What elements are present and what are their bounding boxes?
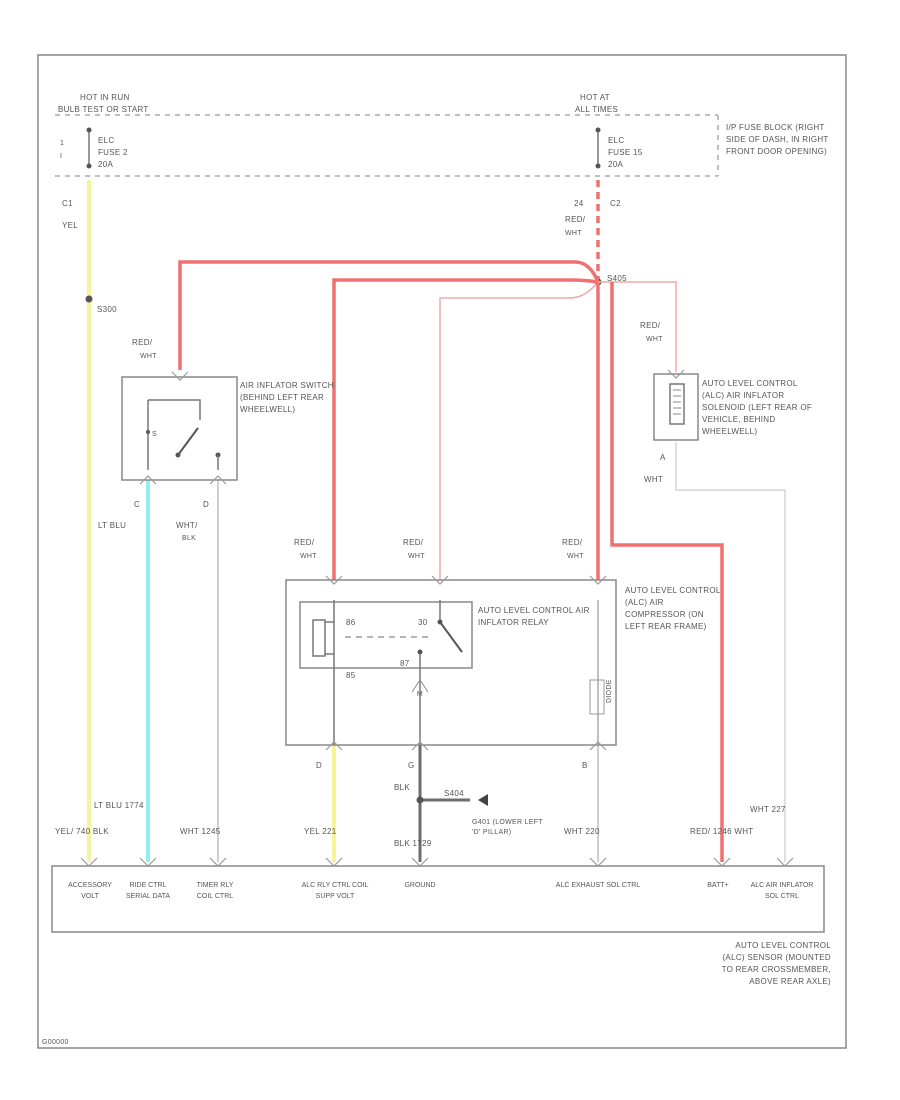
circuit-blk-1729: BLK 1729 bbox=[394, 839, 432, 848]
fuse-block-description: I/P FUSE BLOCK (RIGHT SIDE OF DASH, IN R… bbox=[726, 123, 829, 156]
splice-s405: S405 bbox=[607, 274, 627, 283]
solenoid-description: AUTO LEVEL CONTROL (ALC) AIR INFLATOR SO… bbox=[702, 379, 813, 436]
fuse-15: ELC FUSE 15 20A bbox=[595, 127, 643, 169]
svg-text:BLK: BLK bbox=[182, 535, 196, 542]
solenoid-pin-a: A bbox=[660, 453, 666, 462]
solenoid-red-wht: RED/ bbox=[640, 321, 661, 330]
wire-redw-to-relay-30 bbox=[439, 281, 599, 580]
switch-pin-d: D bbox=[203, 500, 209, 509]
sensor-pin-batt: BATT+ bbox=[707, 882, 729, 889]
fuse-2-circuit: ELC bbox=[98, 136, 114, 145]
wire-red-to-solenoid bbox=[598, 281, 677, 372]
svg-text:WHT: WHT bbox=[140, 353, 157, 360]
circuit-red-1246: RED/ 1246 WHT bbox=[690, 827, 753, 836]
all-times-label: ALL TIMES bbox=[575, 105, 618, 114]
svg-text:I: I bbox=[60, 153, 62, 160]
svg-text:WHT: WHT bbox=[646, 336, 663, 343]
sensor-pin-alc-rly: ALC RLY CTRL COIL SUPP VOLT bbox=[301, 882, 369, 900]
splice-s300-dot bbox=[85, 295, 93, 303]
sensor-description: AUTO LEVEL CONTROL (ALC) SENSOR (MOUNTED… bbox=[721, 941, 831, 986]
circuit-yel-221: YEL 221 bbox=[304, 827, 337, 836]
blk-label: BLK bbox=[394, 783, 410, 792]
svg-text:WHT: WHT bbox=[300, 553, 317, 560]
wire-red-1246 bbox=[610, 282, 724, 862]
alc-sensor: ACCESSORY VOLT RIDE CTRL SERIAL DATA TIM… bbox=[51, 857, 825, 933]
air-inflator-relay bbox=[299, 601, 473, 669]
svg-text:M: M bbox=[417, 691, 423, 698]
relay-pin-30: 30 bbox=[418, 618, 428, 627]
circuit-yel-740: YEL/ 740 BLK bbox=[55, 827, 109, 836]
connector-c1: C1 bbox=[62, 199, 73, 208]
connector-c2: C2 bbox=[610, 199, 621, 208]
diagram-frame bbox=[37, 54, 847, 1049]
fuse-15-name: FUSE 15 bbox=[608, 148, 643, 157]
sensor-pin-ride-ctrl: RIDE CTRL SERIAL DATA bbox=[125, 882, 171, 900]
fuse-15-circuit: ELC bbox=[608, 136, 624, 145]
relay-pin-85: 85 bbox=[346, 671, 356, 680]
solenoid-wht: WHT bbox=[644, 475, 663, 484]
wht-blk-label: WHT/ bbox=[176, 521, 198, 530]
relay-pin-86: 86 bbox=[346, 618, 356, 627]
fuse-2-rating: 20A bbox=[98, 160, 113, 169]
figure-id: G00000 bbox=[42, 1039, 69, 1046]
air-inflator-solenoid: RED/ WHT AUTO LEVEL CONTROL (ALC) AIR IN… bbox=[640, 321, 813, 484]
relay-red-wht-1: RED/ bbox=[294, 538, 315, 547]
compressor-pin-d: D bbox=[316, 761, 322, 770]
bulb-test-label: BULB TEST OR START bbox=[58, 105, 149, 114]
switch-pin-c: C bbox=[134, 500, 140, 509]
relay-red-wht-2: RED/ bbox=[403, 538, 424, 547]
compressor-pin-g: G bbox=[408, 761, 415, 770]
air-inflator-switch-description: AIR INFLATOR SWITCH (BEHIND LEFT REAR WH… bbox=[240, 381, 334, 414]
fuse-15-rating: 20A bbox=[608, 160, 623, 169]
circuit-wht-227: WHT 227 bbox=[750, 805, 786, 814]
fuse-2-name: FUSE 2 bbox=[98, 148, 128, 157]
air-inflator-switch: S RED/ WHT AIR INFLATOR SWITCH (BEHIND L… bbox=[121, 338, 334, 509]
circuit-lt-blu-1774: LT BLU 1774 bbox=[94, 801, 144, 810]
connector-24: 24 bbox=[574, 199, 584, 208]
sensor-pin-inflator-sol: ALC AIR INFLATOR SOL CTRL bbox=[750, 882, 814, 900]
switch-red-wht: RED/ bbox=[132, 338, 153, 347]
wire-wht-227 bbox=[675, 442, 786, 862]
compressor-pin-b: B bbox=[582, 761, 588, 770]
svg-text:1: 1 bbox=[60, 140, 64, 147]
hot-at-label: HOT AT bbox=[580, 93, 610, 102]
sensor-pin-ground: GROUND bbox=[404, 882, 436, 889]
sensor-pin-exhaust: ALC EXHAUST SOL CTRL bbox=[555, 882, 641, 889]
sensor-pin-accessory-volt: ACCESSORY VOLT bbox=[68, 882, 112, 900]
svg-text:WHT: WHT bbox=[565, 230, 582, 237]
splice-s404-dot bbox=[416, 796, 424, 804]
yel-label-top: YEL bbox=[62, 221, 78, 230]
sensor-pin-timer-rly: TIMER RLY COIL CTRL bbox=[196, 882, 234, 900]
circuit-wht-220: WHT 220 bbox=[564, 827, 600, 836]
ground-symbol bbox=[478, 794, 488, 806]
splice-s300: S300 bbox=[97, 305, 117, 314]
svg-text:S: S bbox=[152, 431, 157, 438]
compressor-description: AUTO LEVEL CONTROL (ALC) AIR COMPRESSOR … bbox=[625, 586, 721, 631]
wire-red-to-relay-86 bbox=[332, 278, 599, 580]
wire-red-to-switch bbox=[178, 260, 600, 370]
ground-description: G401 (LOWER LEFT 'D' PILLAR) bbox=[472, 819, 543, 836]
fuse-2: ELC FUSE 2 20A 1 I bbox=[60, 127, 128, 169]
red-wht-label-c2: RED/ bbox=[565, 215, 586, 224]
hot-in-run-label: HOT IN RUN bbox=[80, 93, 130, 102]
air-compressor: M 86 30 85 87 DIODE AUTO LEVEL CONTROL A… bbox=[285, 575, 721, 751]
svg-text:WHT: WHT bbox=[408, 553, 425, 560]
relay-red-wht-3: RED/ bbox=[562, 538, 583, 547]
relay-description: AUTO LEVEL CONTROL AIR INFLATOR RELAY bbox=[478, 606, 590, 627]
svg-text:WHT: WHT bbox=[567, 553, 584, 560]
splice-s404: S404 bbox=[444, 789, 464, 798]
circuit-wht-1245: WHT 1245 bbox=[180, 827, 221, 836]
fuse-block: HOT IN RUN BULB TEST OR START HOT AT ALL… bbox=[55, 93, 829, 177]
lt-blu-label: LT BLU bbox=[98, 521, 126, 530]
diode-label: DIODE bbox=[606, 679, 613, 703]
relay-pin-87: 87 bbox=[400, 659, 410, 668]
